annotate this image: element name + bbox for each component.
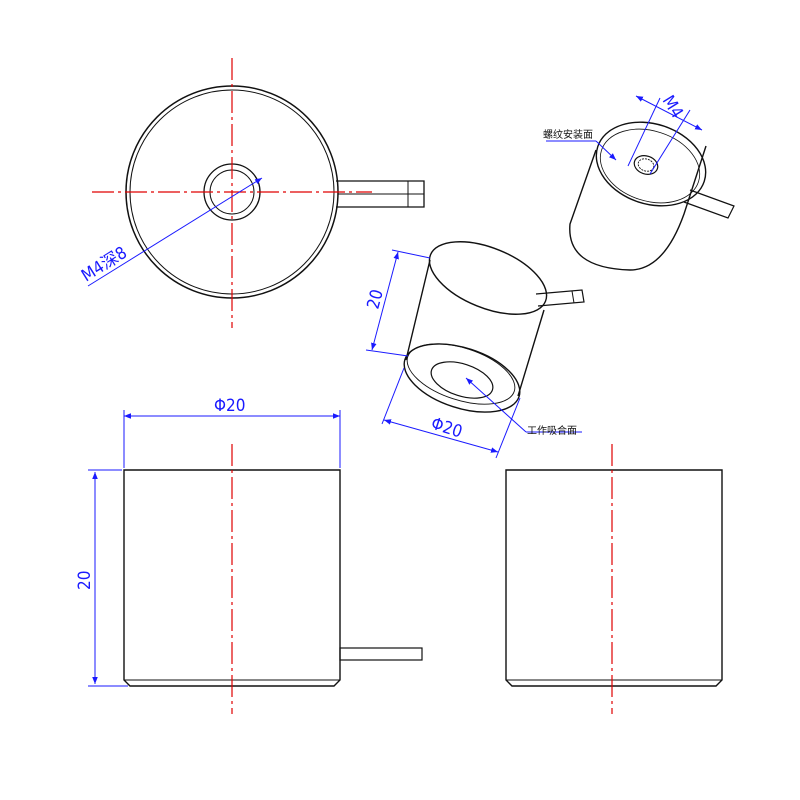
iso2-body xyxy=(405,259,545,397)
iso2-lead-split xyxy=(571,290,575,304)
iso2-h-dim-line xyxy=(371,251,399,351)
iso1-top-chamfer xyxy=(599,128,701,204)
iso-view-thread: M4 螺纹安装面 xyxy=(543,92,735,271)
mount-face-label: 螺纹安装面 xyxy=(543,128,593,141)
top-view: M4深8 xyxy=(78,58,425,328)
side-body xyxy=(505,469,723,687)
m4-dim-line xyxy=(635,95,703,131)
iso2-working-face xyxy=(403,343,521,413)
iso2-d-ext-1 xyxy=(381,367,405,425)
working-face-label: 工作吸合面 xyxy=(527,424,577,437)
iso-height-label: 20 xyxy=(364,287,388,311)
iso1-top-face xyxy=(595,121,707,207)
iso-view-face: 20 Φ20 工作吸合面 xyxy=(364,241,585,459)
iso2-d-dim-line xyxy=(383,419,499,453)
thread-depth-label: M4深8 xyxy=(78,243,131,286)
iso1-body xyxy=(569,145,707,271)
iso-diameter-label: Φ20 xyxy=(428,414,464,443)
side-view xyxy=(505,444,723,714)
mount-face-arrow xyxy=(595,140,617,161)
iso2-back-face xyxy=(428,241,548,315)
iso1-thread-hole xyxy=(633,155,659,175)
front-lead-wire xyxy=(339,647,423,661)
iso2-bore xyxy=(430,361,494,399)
iso2-working-face-edge xyxy=(406,343,516,405)
thread-size-label: M4 xyxy=(658,92,687,122)
front-height-label: 20 xyxy=(75,571,95,590)
front-diameter-label: Φ20 xyxy=(214,396,246,416)
thread-depth-leader xyxy=(87,177,263,287)
iso1-lead-wire xyxy=(683,189,735,219)
iso2-lead-wire xyxy=(535,289,585,307)
working-face-arrow xyxy=(465,377,527,433)
iso2-d-ext-2 xyxy=(495,397,521,459)
iso2-h-ext-1 xyxy=(391,249,431,259)
front-view: Φ20 20 xyxy=(75,396,423,714)
iso2-h-ext-2 xyxy=(365,349,409,357)
